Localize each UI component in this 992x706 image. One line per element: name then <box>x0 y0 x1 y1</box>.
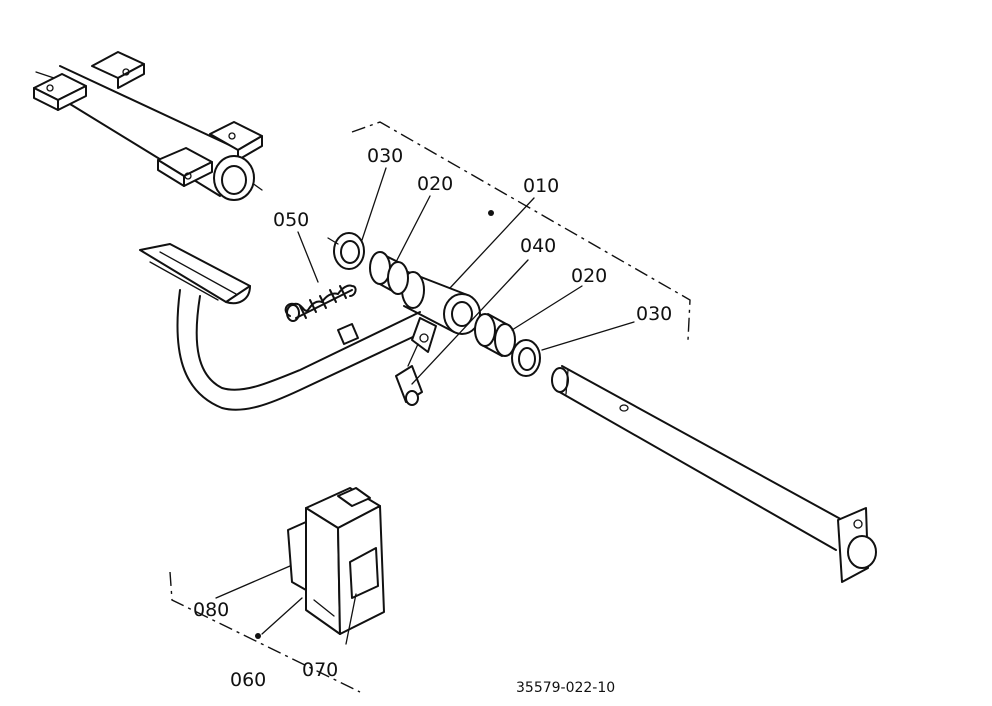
callout-040: 040 <box>520 235 556 257</box>
callout-020-right: 020 <box>571 265 607 287</box>
callout-080: 080 <box>193 599 229 621</box>
pedal-stopper <box>169 487 385 693</box>
drawing-number: 35579-022-10 <box>516 680 615 696</box>
assembly-outline <box>351 121 691 341</box>
bushing-right <box>474 313 516 357</box>
leader-lines <box>215 167 635 645</box>
callout-010: 010 <box>523 175 559 197</box>
grease-nipple <box>395 343 423 406</box>
callout-030-right: 030 <box>636 303 672 325</box>
callout-060: 060 <box>230 669 266 691</box>
bushing-left <box>369 251 409 295</box>
seal-left <box>327 232 365 270</box>
frame-bracket <box>33 51 263 201</box>
return-spring <box>284 284 357 322</box>
seal-right <box>511 339 541 377</box>
pedal-shaft <box>551 365 877 583</box>
callout-030-left: 030 <box>367 145 403 167</box>
pedal-arm <box>139 243 433 411</box>
callout-050: 050 <box>273 209 309 231</box>
callout-070: 070 <box>302 659 338 681</box>
callout-020-left: 020 <box>417 173 453 195</box>
